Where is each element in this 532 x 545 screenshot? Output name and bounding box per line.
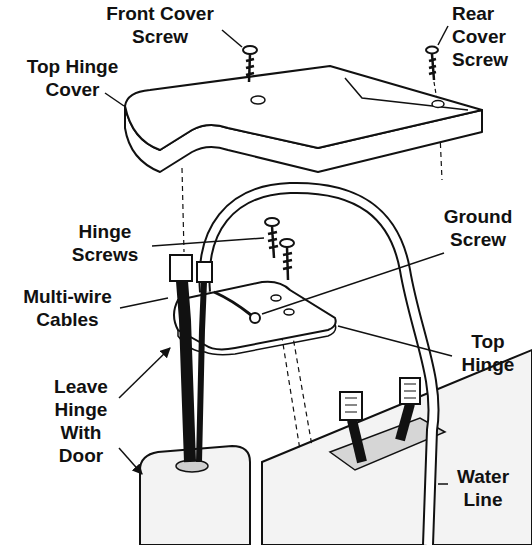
multi-wire-cable	[182, 281, 190, 462]
label-box: Top Hinge Cover	[20, 55, 125, 101]
water-line-tube	[204, 188, 433, 545]
water-line-tube	[204, 188, 433, 545]
front-cover-screw	[246, 54, 254, 82]
hinge-screw	[265, 218, 279, 226]
label-box: Hinge Screws	[60, 220, 150, 266]
leader-line	[338, 326, 452, 356]
rear-cover-screw	[429, 54, 436, 80]
part-label: Ground Screw	[430, 205, 526, 251]
leader-line	[222, 30, 242, 47]
connector	[340, 392, 362, 420]
ground-wire	[214, 292, 251, 315]
part-label: Multi-wire Cables	[15, 285, 120, 331]
alignment-line	[182, 168, 184, 252]
leader-line	[438, 483, 448, 485]
leader-line	[438, 26, 448, 45]
leader-line	[120, 298, 168, 308]
connector-detail	[404, 384, 416, 398]
cable	[352, 420, 362, 462]
part-label: Front Cover Screw	[95, 2, 225, 48]
hinge-cover-top	[125, 66, 482, 150]
part-label: Top Hinge Cover	[20, 55, 125, 101]
label-box: Water Line	[450, 465, 516, 511]
part-label: Water Line	[450, 465, 516, 511]
rear-cover-screw	[426, 47, 438, 54]
hinge-screw	[280, 239, 294, 247]
label-box: Front Cover Screw	[95, 2, 225, 48]
connector-detail	[345, 398, 357, 412]
label-box: Multi-wire Cables	[15, 285, 120, 331]
screw-hole	[432, 101, 444, 108]
part-label: Leave Hinge With Door	[45, 375, 117, 467]
hinge-cover-step	[345, 78, 468, 110]
leader-line	[105, 93, 124, 106]
screw-hole	[284, 309, 294, 315]
leader-arrow	[119, 448, 142, 474]
front-cover-screw	[243, 46, 257, 54]
multi-wire-cable	[199, 282, 204, 462]
hinge-screw	[268, 226, 278, 258]
label-box: Ground Screw	[430, 205, 526, 251]
leader-line	[152, 238, 264, 246]
hinge-screw	[283, 247, 292, 280]
part-label: Top Hinge	[455, 330, 521, 376]
leader-arrow	[119, 348, 170, 398]
screw-hole	[271, 295, 281, 301]
label-box: Leave Hinge With Door	[45, 375, 117, 467]
screw-hole	[251, 96, 265, 104]
connector	[197, 262, 212, 282]
part-label: Hinge Screws	[60, 220, 150, 266]
label-box: Top Hinge	[455, 330, 521, 376]
connector	[170, 255, 192, 281]
cable	[400, 404, 410, 440]
cabinet-top	[262, 350, 532, 545]
part-label: Rear Cover Screw	[452, 2, 528, 71]
leader-line	[262, 253, 444, 314]
label-box: Rear Cover Screw	[452, 2, 528, 71]
connector	[400, 378, 420, 404]
ground-screw	[250, 313, 260, 323]
